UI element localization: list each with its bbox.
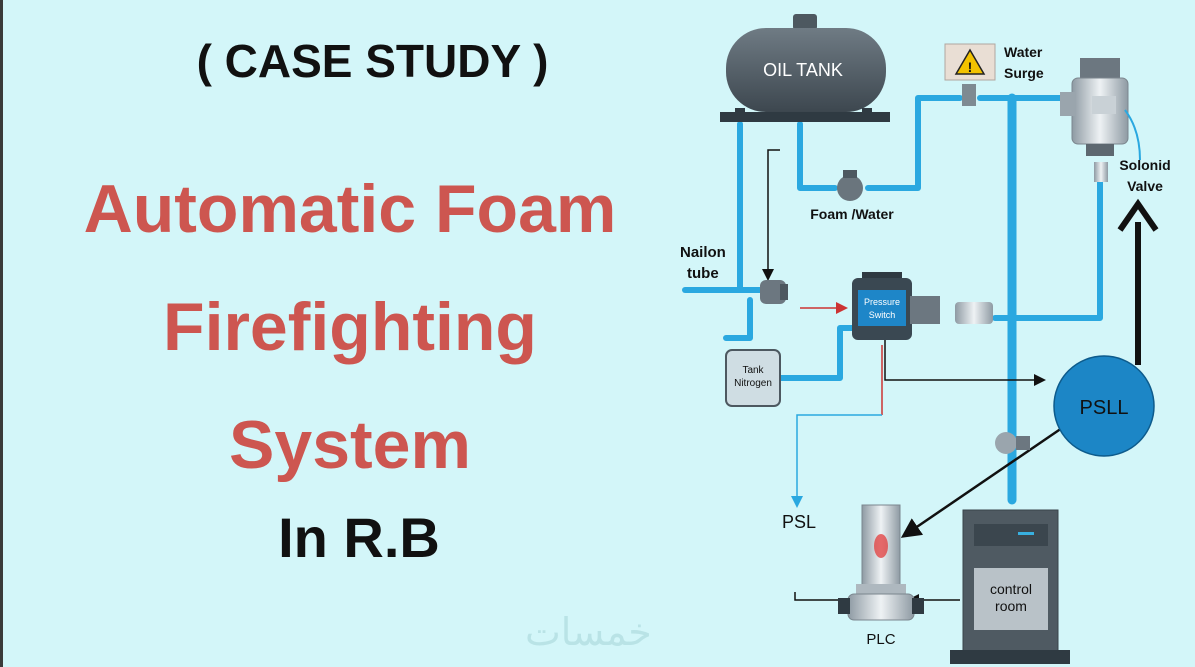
nailon-valve [760,280,788,304]
title-line-2: Firefighting [163,289,537,365]
water-surge-valve [962,84,976,106]
psll-circle: PSLL [1053,355,1155,457]
control-room-cabinet: control room [950,509,1070,664]
psl-label: PSL [782,512,816,532]
solonid-label-1: Solonid [1119,157,1170,173]
signal-lines [762,149,1063,606]
solenoid-valve [1060,58,1141,212]
oil-tank: OIL TANK [720,14,890,122]
water-surge-label-2: Surge [1004,65,1044,81]
tank-label-2: Nitrogen [734,378,772,389]
watermark-logo: خمسات [525,610,652,654]
water-surge-warning-icon: ! [944,43,996,81]
pressure-label-2: Switch [869,310,896,320]
main-title: Automatic Foam Firefighting System [0,150,700,504]
nailon-label-1: Nailon [680,244,726,261]
foam-water-valve [837,170,863,201]
pressure-switch: Pressure Switch [852,272,993,340]
main-line-valve [995,432,1030,454]
water-surge-label-1: Water [1004,44,1043,60]
psll-up-arrow-icon [1117,198,1159,232]
svg-text:!: ! [968,59,973,75]
foam-water-label: Foam /Water [810,206,894,222]
subtitle: In R.B [278,506,440,569]
psll-label: PSLL [1080,397,1129,419]
pressure-label-1: Pressure [864,297,900,307]
tank-nitrogen: Tank Nitrogen [725,349,781,407]
plc-label: PLC [866,631,895,648]
control-label-1: control [990,581,1032,597]
pipe-network [682,93,1103,505]
solonid-label-2: Valve [1127,178,1163,194]
control-label-2: room [995,598,1027,614]
case-study-heading: ( CASE STUDY ) [196,35,549,87]
psl-signal-line [791,414,882,508]
title-line-1: Automatic Foam [83,171,617,247]
plc-sensor: PLC [838,504,924,648]
left-edge-bar [0,0,3,667]
nailon-label-2: tube [687,265,719,282]
oil-tank-label: OIL TANK [763,60,843,80]
tank-label-1: Tank [742,365,764,376]
title-line-3: System [229,407,471,483]
